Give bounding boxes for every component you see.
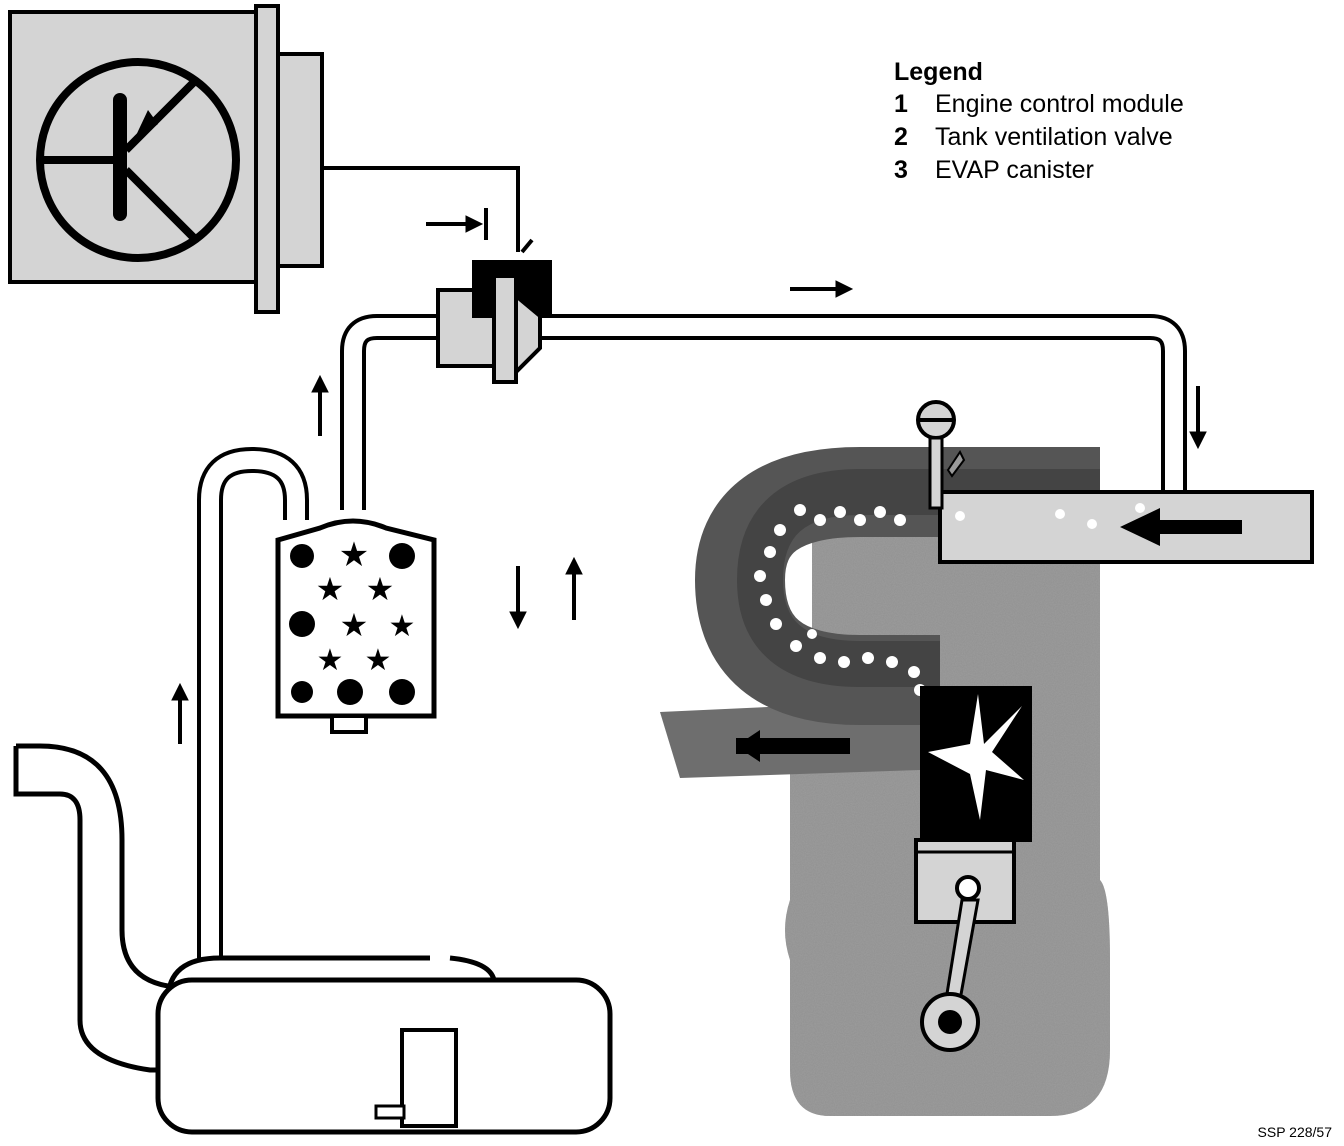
legend-item-canister: 3 EVAP canister	[894, 154, 1184, 187]
arrow-up-icon	[565, 556, 583, 620]
legend-item-ecm: 1 Engine control module	[894, 88, 1184, 121]
arrow-down-icon	[509, 566, 527, 630]
svg-text:★: ★	[366, 570, 395, 608]
flow-arrows	[171, 208, 1207, 744]
throttle-valve-icon	[916, 400, 966, 510]
arrow-right-icon	[426, 208, 488, 240]
charcoal-granules: ★ ★ ★ ★ ★ ★ ★	[289, 535, 415, 705]
engine-control-module	[8, 4, 324, 314]
legend-item-valve: 2 Tank ventilation valve	[894, 121, 1184, 154]
svg-text:★: ★	[316, 570, 345, 608]
arrow-up-icon	[171, 682, 189, 744]
svg-text:★: ★	[389, 609, 416, 644]
tank-ventilation-valve	[436, 260, 552, 384]
svg-text:★: ★	[365, 643, 392, 678]
fuel-pump-icon	[374, 1028, 458, 1128]
ignition-spark-icon	[928, 694, 1024, 820]
fuel-droplets	[754, 504, 926, 696]
legend-number: 1	[894, 90, 908, 118]
fuel-tank	[155, 955, 613, 1135]
arrow-up-icon	[311, 374, 329, 436]
svg-text:★: ★	[317, 643, 344, 678]
reference-code: SSP 228/57	[1257, 1124, 1332, 1140]
transistor-symbol-icon	[36, 58, 240, 262]
legend: Legend 1 Engine control module 2 Tank vent…	[894, 56, 1184, 187]
svg-text:★: ★	[340, 606, 369, 644]
legend-title: Legend	[894, 58, 983, 86]
legend-label: Tank ventilation valve	[935, 123, 1173, 151]
arrow-right-icon	[790, 280, 854, 298]
legend-number: 2	[894, 123, 908, 151]
svg-text:★: ★	[339, 535, 369, 575]
air-intake-pipe	[938, 490, 1314, 564]
legend-number: 3	[894, 156, 908, 184]
legend-label: Engine control module	[935, 90, 1184, 118]
engine	[660, 400, 1314, 1116]
piston	[914, 838, 1016, 1052]
signal-wire-tip	[520, 238, 534, 254]
legend-label: EVAP canister	[935, 156, 1094, 184]
fuel-filler-neck	[13, 743, 169, 1073]
evap-canister: ★ ★ ★ ★ ★ ★ ★	[275, 518, 437, 734]
combustion-chamber	[920, 686, 1032, 842]
hose-network	[197, 314, 1187, 960]
signal-wire	[322, 166, 520, 252]
arrow-down-icon	[1189, 386, 1207, 450]
